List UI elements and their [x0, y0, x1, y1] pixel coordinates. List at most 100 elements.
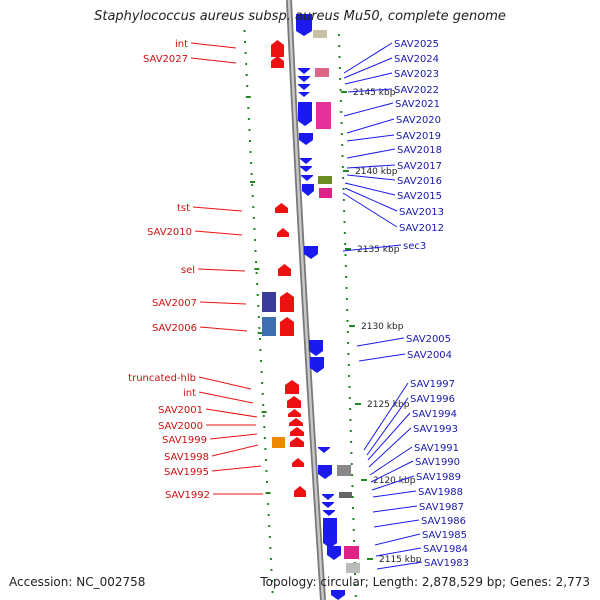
- tick-dot-left: [247, 118, 250, 120]
- topology-label: Topology: circular; Length: 2,878,529 bp…: [260, 575, 590, 589]
- forward-leader-line: [356, 337, 405, 347]
- forward-gene-label: SAV2025: [394, 39, 439, 50]
- forward-gene: [322, 502, 334, 508]
- forward-leader-line: [366, 397, 409, 456]
- forward-gene: [331, 590, 345, 600]
- tick-dot-left: [252, 206, 255, 208]
- tick-dot-left: [259, 349, 262, 351]
- tick-dot-left: [249, 151, 252, 153]
- tick-dot-right: [346, 309, 349, 311]
- tick-dot-left: [262, 415, 265, 417]
- forward-gene-label: SAV1987: [419, 502, 464, 513]
- tick-dot-right: [342, 188, 345, 190]
- reverse-gene-label: SAV2000: [158, 421, 203, 432]
- tick-dot-right: [343, 232, 346, 234]
- tick-dot-left: [252, 217, 255, 219]
- forward-leader-line: [367, 412, 411, 461]
- tick-dot-right: [352, 518, 355, 520]
- scale-label: 2125 kbp: [367, 400, 410, 410]
- forward-gene: [298, 68, 310, 74]
- forward-leader-line: [344, 187, 398, 212]
- tick-dot-left: [257, 316, 260, 318]
- forward-gene: [298, 76, 310, 82]
- reverse-gene-label: SAV2001: [158, 405, 203, 416]
- reverse-gene-feature: [272, 437, 285, 448]
- scale-label: 2140 kbp: [355, 167, 398, 177]
- tick-dot-left: [253, 228, 256, 230]
- scale-tick: [367, 558, 373, 560]
- scale-tick: [361, 479, 367, 481]
- tick-dot-left: [267, 503, 270, 505]
- tick-dot-left: [246, 85, 249, 87]
- forward-gene-label: SAV2017: [397, 161, 442, 172]
- tick-dot-right: [351, 496, 354, 498]
- reverse-gene-label: SAV2027: [143, 54, 188, 65]
- reverse-leader-line: [194, 230, 243, 236]
- page-title: Staphylococcus aureus subsp. aureus Mu50…: [94, 9, 506, 24]
- reverse-leader-line: [198, 376, 252, 390]
- tick-dot-right: [348, 375, 351, 377]
- reverse-gene: [292, 458, 304, 467]
- forward-gene-label: SAV1986: [421, 516, 466, 527]
- tick-dot-left: [247, 107, 250, 109]
- forward-gene: [318, 447, 330, 453]
- forward-gene: [302, 184, 314, 196]
- reverse-gene-label: truncated-hlb: [128, 373, 196, 384]
- tick-dot-left: [256, 294, 259, 296]
- tick-dot-right: [340, 111, 343, 113]
- forward-gene: [304, 246, 318, 259]
- tick-dot-right: [349, 430, 352, 432]
- reverse-gene-label: SAV1999: [162, 435, 207, 446]
- tick-dot-left: [264, 459, 267, 461]
- forward-gene-label: SAV1997: [410, 379, 455, 390]
- reverse-gene-label: SAV1998: [164, 452, 209, 463]
- forward-gene-label: SAV1983: [424, 558, 469, 569]
- tick-dot-left: [251, 195, 254, 197]
- forward-leader-line: [342, 192, 398, 228]
- tick-dot-right: [349, 419, 352, 421]
- forward-gene: [296, 14, 312, 36]
- tick-dot-right: [338, 45, 341, 47]
- scale-tick: [343, 170, 349, 172]
- tick-dot-left: [249, 140, 251, 142]
- tick-dot-left: [268, 525, 271, 527]
- reverse-leader-line: [211, 465, 262, 472]
- tick-dot-right: [344, 265, 347, 267]
- tick-dot-right: [339, 89, 342, 91]
- tick-dot-right: [346, 331, 349, 333]
- tick-dot-left: [245, 63, 248, 65]
- forward-gene-label: SAV2015: [397, 191, 442, 202]
- forward-gene-label: SAV1993: [413, 424, 458, 435]
- major-tick-left: [261, 411, 267, 413]
- tick-dot-right: [339, 100, 342, 102]
- scale-label: 2130 kbp: [361, 322, 404, 332]
- forward-gene-label: SAV2023: [394, 69, 439, 80]
- forward-leader-line: [344, 72, 393, 85]
- reverse-gene-label: tst: [177, 203, 190, 214]
- tick-dot-left: [261, 382, 264, 384]
- forward-gene-label: SAV2019: [396, 131, 441, 142]
- reverse-gene-label: SAV2007: [152, 298, 197, 309]
- tick-dot-right: [338, 56, 341, 58]
- forward-gene-feature: [316, 102, 331, 129]
- tick-dot-left: [262, 404, 265, 406]
- reverse-leader-line: [190, 57, 237, 64]
- forward-leader-line: [358, 353, 406, 362]
- forward-leader-line: [344, 182, 396, 196]
- forward-leader-line: [343, 102, 394, 117]
- forward-gene-label: SAV1996: [410, 394, 455, 405]
- reverse-leader-line: [211, 444, 259, 457]
- forward-gene-label: SAV1985: [422, 530, 467, 541]
- reverse-gene: [289, 418, 303, 426]
- tick-dot-right: [350, 441, 353, 443]
- reverse-gene: [275, 203, 288, 213]
- forward-gene-label: SAV2012: [399, 223, 444, 234]
- tick-dot-left: [250, 162, 253, 164]
- reverse-gene: [271, 40, 284, 57]
- tick-dot-left: [265, 470, 268, 472]
- scale-tick: [349, 325, 355, 327]
- forward-leader-line: [372, 490, 417, 498]
- reverse-gene: [285, 380, 299, 394]
- accession-label: Accession: NC_002758: [9, 575, 146, 589]
- tick-dot-left: [245, 74, 248, 76]
